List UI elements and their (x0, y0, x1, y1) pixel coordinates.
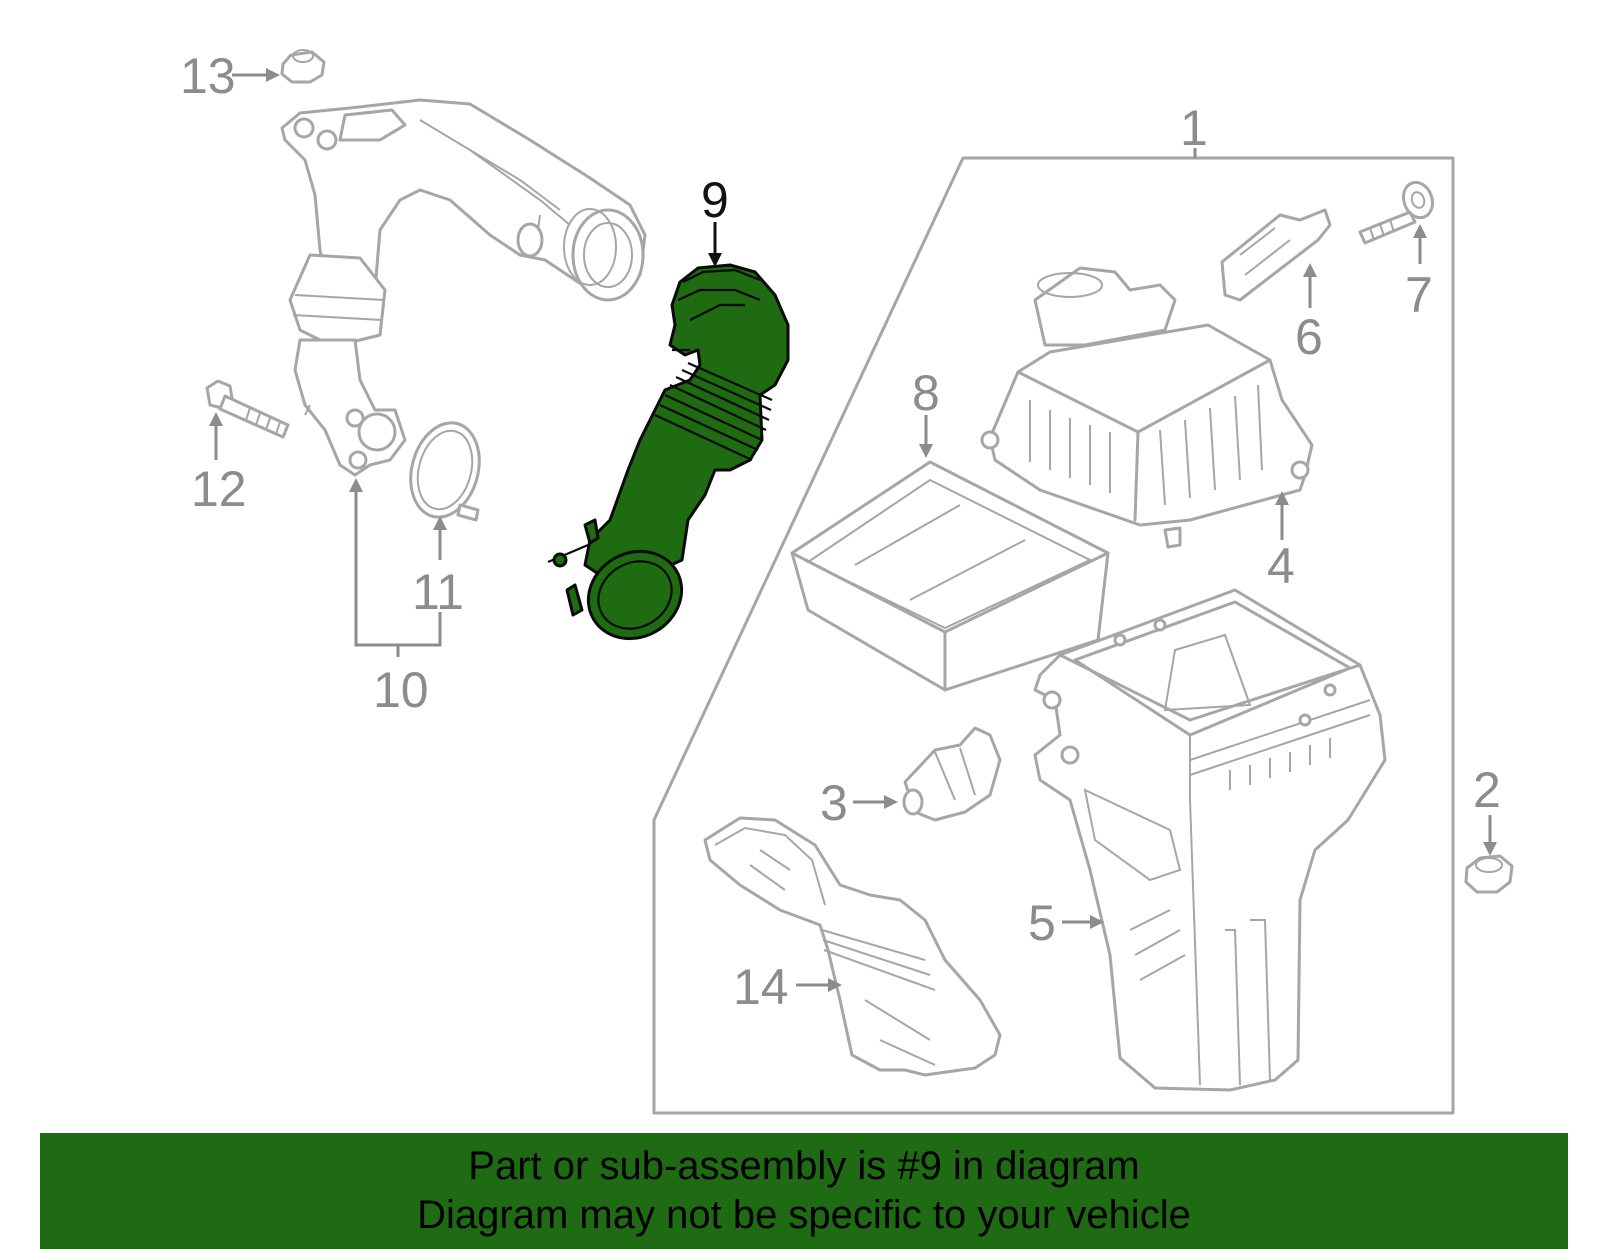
callout-11: 11 (412, 516, 464, 620)
callout-2: 2 (1473, 762, 1501, 856)
callout-label: 14 (733, 959, 789, 1015)
callout-8: 8 (912, 365, 940, 458)
callout-label: 1 (1180, 100, 1208, 156)
air-cleaner-body-part-5[interactable] (1033, 588, 1387, 1092)
actuator-part-3[interactable] (902, 726, 1002, 822)
callout-label: 3 (820, 775, 848, 831)
info-banner: Part or sub-assembly is #9 in diagram Di… (40, 1133, 1568, 1249)
callout-13: 13 (180, 48, 280, 104)
callout-12: 12 (191, 412, 247, 517)
assembly-outline (652, 148, 1455, 1115)
callout-10: 10 (349, 478, 442, 718)
nut-part-2[interactable] (1464, 854, 1514, 894)
callout-4: 4 (1267, 491, 1295, 594)
callout-5: 5 (1028, 895, 1104, 951)
banner-line-2: Diagram may not be specific to your vehi… (417, 1193, 1191, 1237)
callout-label: 7 (1405, 267, 1433, 323)
inlet-duct-part-14[interactable] (703, 816, 1002, 1077)
callout-label: 12 (191, 461, 247, 517)
air-cleaner-cover-part-4[interactable] (980, 266, 1314, 549)
bolt-part-7[interactable] (1358, 178, 1437, 245)
callout-label: 8 (912, 365, 940, 421)
callout-3: 3 (820, 775, 898, 831)
callout-label: 10 (373, 662, 429, 718)
air-duct-part-9[interactable] (547, 263, 790, 655)
callout-6: 6 (1295, 263, 1323, 365)
callout-9: 9 (701, 172, 729, 267)
bolt-part-12[interactable] (205, 379, 290, 439)
callout-label: 2 (1473, 762, 1501, 818)
sensor-part-6[interactable] (1220, 208, 1332, 302)
clamp-part-11[interactable] (401, 415, 490, 525)
callout-label: 6 (1295, 309, 1323, 365)
air-filter-part-8[interactable] (790, 460, 1110, 692)
callout-label: 11 (412, 564, 464, 620)
callout-7: 7 (1405, 224, 1433, 323)
callout-label: 4 (1267, 538, 1295, 594)
banner-line-1: Part or sub-assembly is #9 in diagram (468, 1144, 1140, 1188)
callout-label: 5 (1028, 895, 1056, 951)
callout-label: 13 (180, 48, 236, 104)
callout-1: 1 (1180, 100, 1208, 156)
callout-label: 9 (701, 172, 729, 228)
callout-14: 14 (733, 959, 842, 1015)
nut-part-13[interactable] (280, 49, 326, 84)
intake-pipe-part-10[interactable] (280, 98, 647, 477)
